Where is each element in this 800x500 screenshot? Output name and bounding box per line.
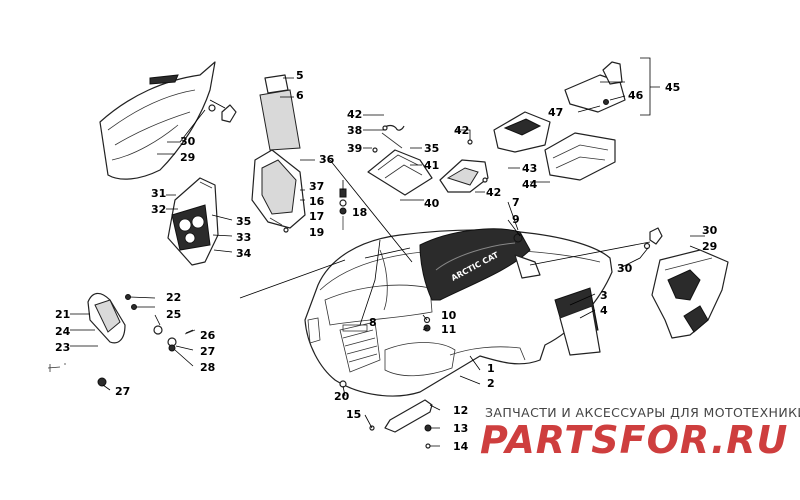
callout-8: 8 bbox=[369, 316, 377, 329]
callout-35a: 35 bbox=[236, 215, 251, 228]
side-trim-42 bbox=[439, 159, 489, 193]
callout-5: 5 bbox=[296, 69, 304, 82]
fender-decal-3-4 bbox=[554, 287, 601, 356]
instrument-pod bbox=[167, 177, 219, 266]
callout-36: 36 bbox=[319, 153, 335, 166]
callout-20: 20 bbox=[334, 390, 350, 403]
callout-10: 10 bbox=[441, 309, 457, 322]
storage-lid bbox=[564, 61, 626, 113]
callout-numbers: 1 2 3 4 5 6 7 8 9 10 11 12 13 14 15 16 1… bbox=[55, 69, 718, 453]
callout-25: 25 bbox=[166, 308, 181, 321]
callout-35b: 35 bbox=[424, 142, 439, 155]
callout-13: 13 bbox=[453, 422, 468, 435]
callout-14: 14 bbox=[453, 440, 469, 453]
callout-15: 15 bbox=[346, 408, 361, 421]
callout-31: 31 bbox=[151, 187, 166, 200]
right-side-panel bbox=[643, 227, 729, 339]
callout-28: 28 bbox=[200, 361, 215, 374]
callout-7: 7 bbox=[512, 196, 520, 209]
callout-4: 4 bbox=[600, 304, 608, 317]
hardware-fasteners bbox=[47, 125, 523, 449]
handlebar-cover bbox=[251, 149, 306, 233]
callout-26: 26 bbox=[200, 329, 216, 342]
callout-21: 21 bbox=[55, 308, 70, 321]
callout-34: 34 bbox=[236, 247, 252, 260]
callout-11: 11 bbox=[441, 323, 456, 336]
callout-41: 41 bbox=[424, 159, 439, 172]
center-vent bbox=[367, 124, 433, 196]
watermark-caption: ЗАПЧАСТИ И АКСЕССУАРЫ ДЛЯ МОТОТЕХНИКИ bbox=[485, 405, 800, 420]
callout-29a: 29 bbox=[180, 151, 195, 164]
storage-box bbox=[493, 111, 616, 181]
callout-24: 24 bbox=[55, 325, 71, 338]
watermark-brand: PARTSFOR.RU bbox=[480, 418, 789, 462]
callout-42c: 42 bbox=[486, 186, 501, 199]
callout-30c: 30 bbox=[617, 262, 633, 275]
callout-2: 2 bbox=[487, 377, 495, 390]
callout-18: 18 bbox=[352, 206, 367, 219]
callout-46: 46 bbox=[628, 89, 644, 102]
callout-9: 9 bbox=[512, 213, 520, 226]
callout-43: 43 bbox=[522, 162, 537, 175]
callout-33: 33 bbox=[236, 231, 251, 244]
callout-38: 38 bbox=[347, 124, 362, 137]
callout-47: 47 bbox=[548, 106, 563, 119]
callout-32: 32 bbox=[151, 203, 166, 216]
hood-console-panel: ARCTIC CAT bbox=[419, 228, 541, 301]
callout-45: 45 bbox=[665, 81, 680, 94]
callout-27a: 27 bbox=[200, 345, 215, 358]
callout-1: 1 bbox=[487, 362, 495, 375]
callout-39: 39 bbox=[347, 142, 362, 155]
callout-30a: 30 bbox=[180, 135, 196, 148]
leader-lines bbox=[70, 57, 705, 447]
callout-29b: 29 bbox=[702, 240, 717, 253]
callout-37: 37 bbox=[309, 180, 324, 193]
callout-44: 44 bbox=[522, 178, 538, 191]
callout-40: 40 bbox=[424, 197, 440, 210]
callout-17: 17 bbox=[309, 210, 324, 223]
callout-30b: 30 bbox=[702, 224, 718, 237]
callout-3: 3 bbox=[600, 289, 608, 302]
callout-22: 22 bbox=[166, 291, 181, 304]
callout-12: 12 bbox=[453, 404, 468, 417]
callout-42a: 42 bbox=[347, 108, 362, 121]
callout-19: 19 bbox=[309, 226, 324, 239]
callout-16: 16 bbox=[309, 195, 325, 208]
decal-5-6 bbox=[259, 74, 301, 151]
callout-42b: 42 bbox=[454, 124, 469, 137]
callout-23: 23 bbox=[55, 341, 70, 354]
callout-27b: 27 bbox=[115, 385, 130, 398]
left-side-panel bbox=[99, 61, 237, 180]
callout-6: 6 bbox=[296, 89, 304, 102]
headlight-lens bbox=[87, 292, 126, 344]
